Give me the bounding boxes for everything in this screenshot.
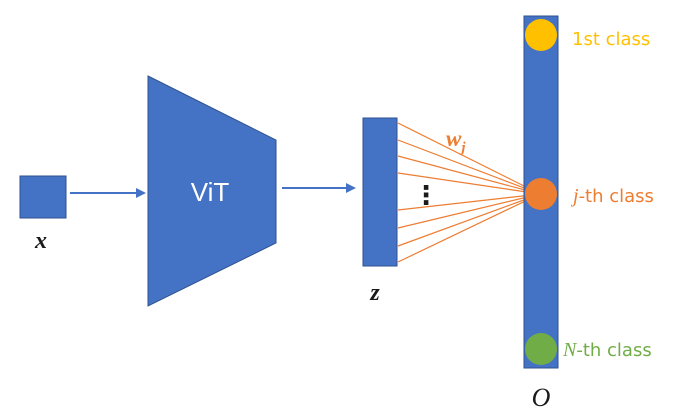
weight-line bbox=[397, 139, 541, 195]
jth-class-node bbox=[525, 178, 557, 210]
weight-line bbox=[397, 172, 541, 195]
feature-label: z bbox=[369, 280, 380, 306]
weight-line bbox=[397, 155, 541, 195]
nth-class-node bbox=[525, 333, 557, 365]
weight-line bbox=[397, 193, 541, 263]
weight-line bbox=[397, 193, 541, 247]
weight-label-w: w bbox=[446, 126, 462, 151]
nth-class-suffix: -th class bbox=[576, 340, 651, 361]
first-class-node bbox=[525, 19, 557, 51]
jth-class-suffix: -th class bbox=[579, 186, 654, 207]
weight-line bbox=[397, 193, 541, 211]
ellipsis-dots: ⋮ bbox=[413, 181, 439, 211]
weight-line bbox=[397, 122, 541, 195]
first-class-label: 1st class bbox=[572, 29, 650, 50]
nth-class-var: N bbox=[562, 339, 578, 361]
jth-class-var: j bbox=[570, 185, 579, 207]
weight-label: wj bbox=[446, 126, 466, 156]
weight-line bbox=[397, 193, 541, 229]
weight-lines bbox=[397, 122, 541, 263]
feature-vector-z bbox=[362, 117, 398, 267]
jth-class-label: j-th class bbox=[570, 185, 654, 207]
output-label: O bbox=[532, 383, 551, 412]
input-label: x bbox=[34, 228, 47, 254]
nth-class-label: N-th class bbox=[562, 339, 652, 361]
vit-encoder-block bbox=[147, 75, 277, 307]
vit-label: ViT bbox=[191, 177, 230, 207]
input-box bbox=[19, 175, 67, 219]
weight-label-subscript: j bbox=[459, 140, 466, 156]
